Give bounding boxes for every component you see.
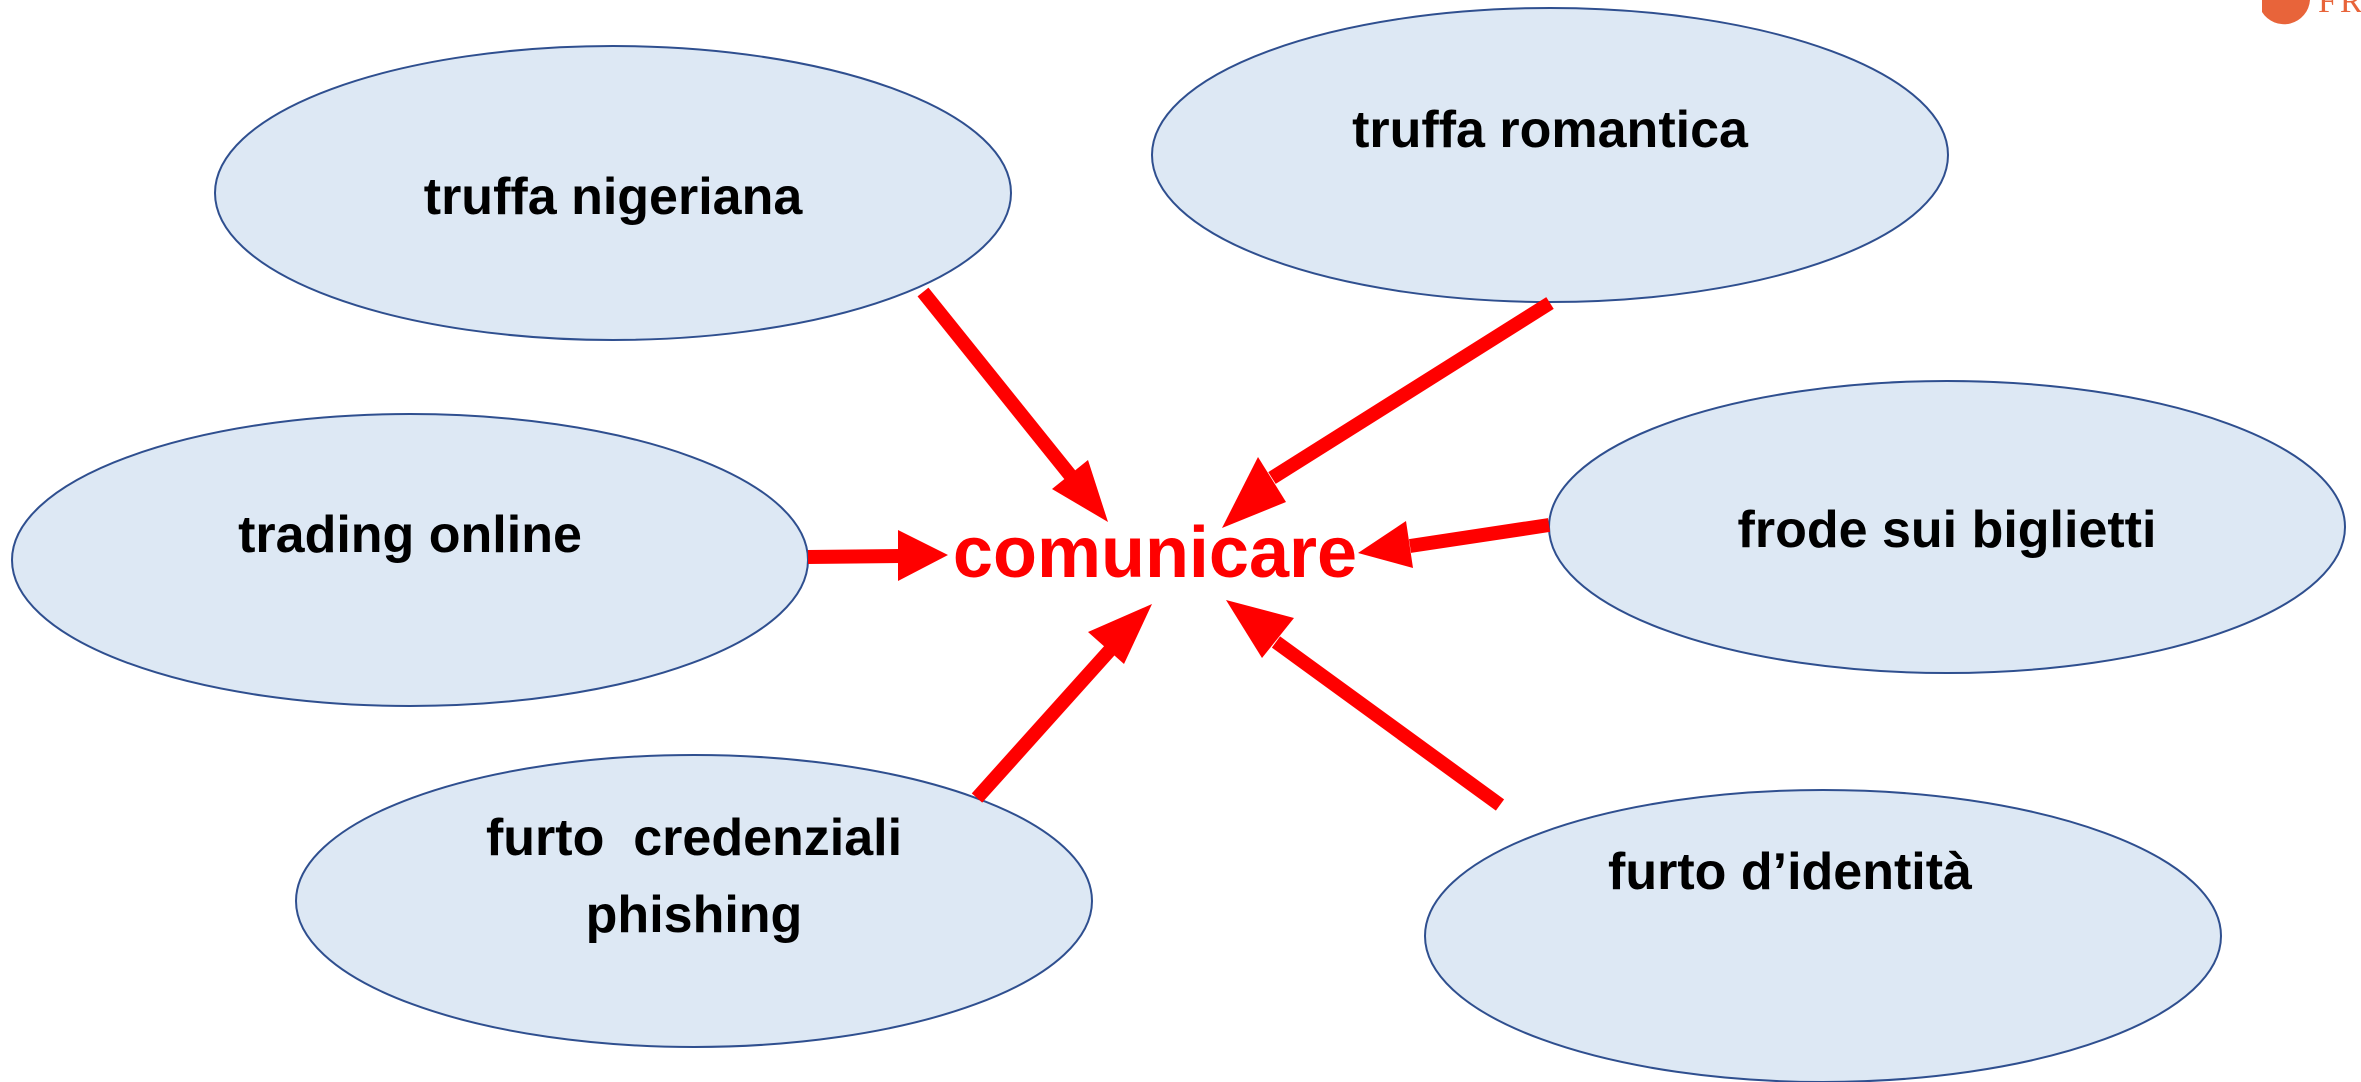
node-label: furto credenziali — [486, 809, 902, 867]
ellipse-shape — [1424, 789, 2222, 1082]
arrow-head-icon — [1052, 460, 1108, 522]
arrow-head-icon — [1226, 600, 1294, 658]
arrow-from-furto-credenziali — [971, 604, 1152, 803]
arrow-shaft — [1408, 518, 1551, 553]
arrow-from-truffa-nigeriana — [917, 287, 1108, 522]
ellipse-shape — [214, 45, 1012, 341]
arrow-head-icon — [1088, 604, 1152, 664]
arrow-shaft — [1268, 297, 1554, 484]
ellipse-truffa-nigeriana: truffa nigeriana — [214, 45, 1012, 341]
node-label: furto d’identità — [1608, 843, 1973, 901]
arrow-shaft — [1271, 636, 1505, 811]
node-label: trading online — [238, 506, 582, 564]
logo-mark-icon — [2262, 0, 2310, 25]
logo: FRONTIERE — [2262, 0, 2361, 25]
ellipse-trading-online: trading online — [11, 413, 809, 707]
logo-text: FRONTIERE — [2318, 0, 2361, 20]
node-label: phishing — [586, 886, 803, 944]
arrow-shaft — [917, 287, 1076, 480]
arrow-shaft — [807, 549, 901, 564]
center-label: comunicare — [953, 513, 1357, 593]
ellipse-frode-biglietti: frode sui biglietti — [1548, 380, 2346, 674]
arrow-head-icon — [1358, 521, 1413, 568]
ellipse-shape — [295, 754, 1093, 1048]
node-label: truffa romantica — [1352, 101, 1749, 159]
arrow-from-frode-biglietti — [1358, 518, 1551, 568]
node-label: truffa nigeriana — [424, 168, 804, 226]
ellipse-truffa-romantica: truffa romantica — [1151, 7, 1949, 303]
arrow-from-truffa-romantica — [1222, 297, 1554, 528]
ellipse-shape — [1151, 7, 1949, 303]
ellipse-furto-identita: furto d’identità — [1424, 789, 2222, 1082]
ellipse-furto-credenziali: furto credenziali phishing — [295, 754, 1093, 1048]
ellipse-shape — [11, 413, 809, 707]
arrow-head-icon — [898, 530, 948, 581]
node-label: frode sui biglietti — [1738, 501, 2157, 559]
arrow-from-trading-online — [807, 530, 948, 581]
arrow-shaft — [971, 645, 1116, 803]
arrow-from-furto-identita — [1226, 600, 1505, 811]
arrow-head-icon — [1222, 457, 1286, 528]
